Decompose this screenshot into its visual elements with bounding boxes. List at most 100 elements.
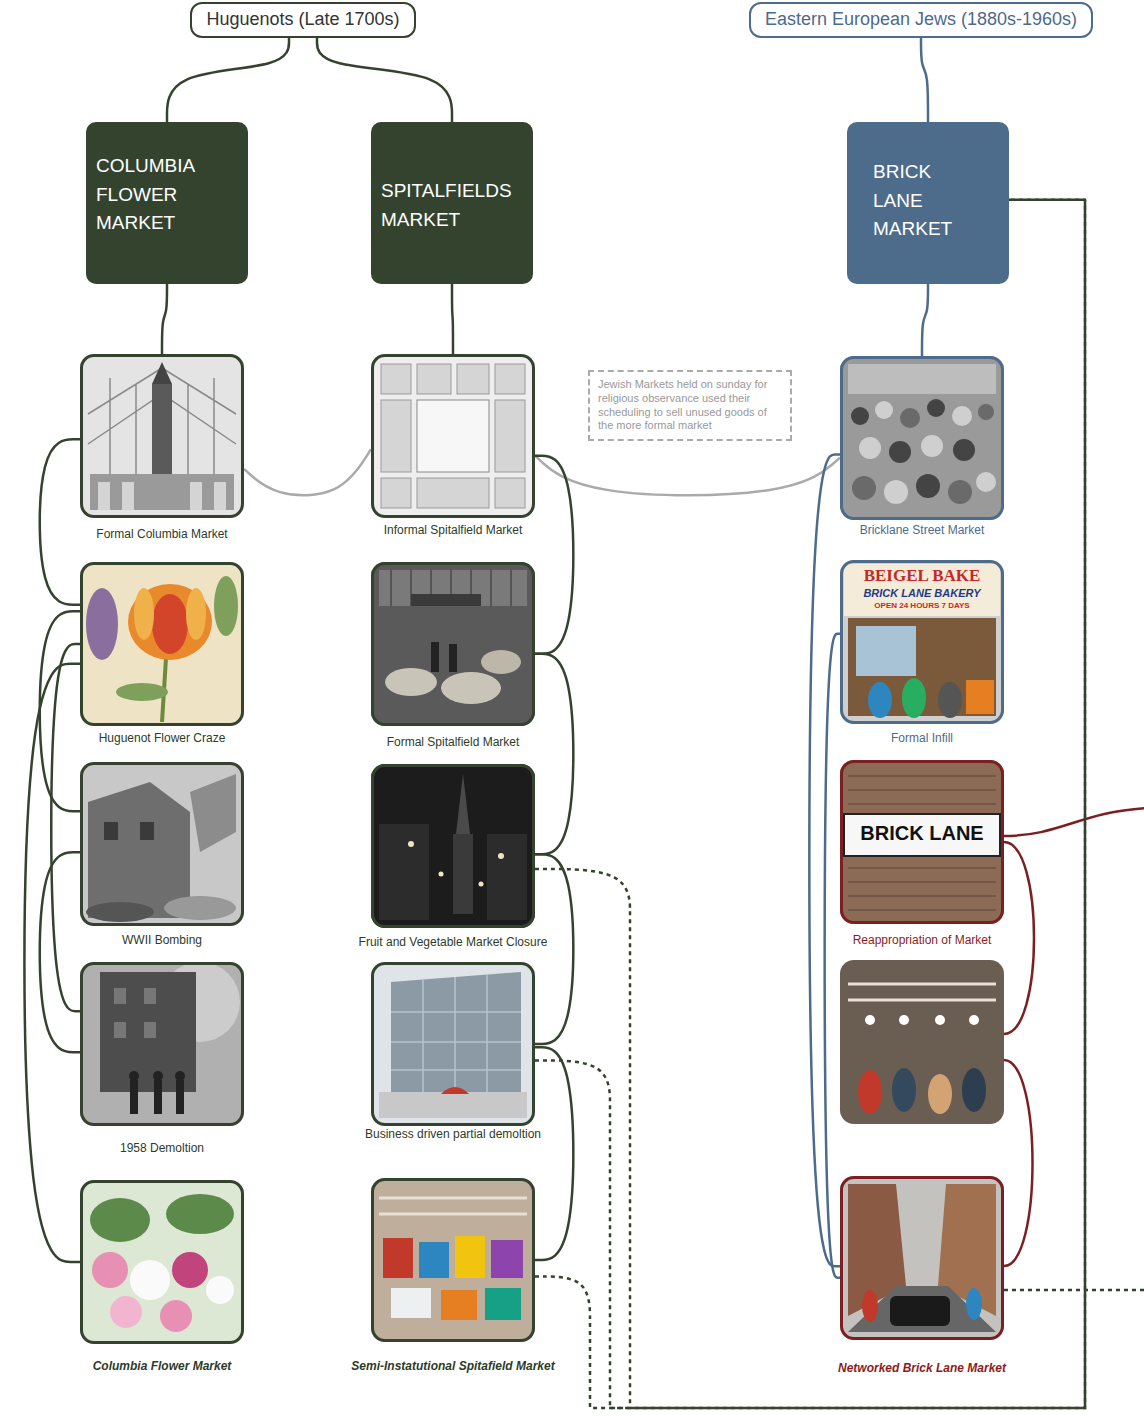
history-link (922, 284, 928, 356)
stalls-photo-part (371, 1178, 535, 1342)
photo-tile: Formal Columbia Market (80, 354, 244, 518)
night-street-photo-part (487, 834, 527, 920)
crowd-photo-part (889, 441, 911, 463)
street-sign-photo (840, 760, 1004, 924)
crowd-photo-part (884, 480, 908, 504)
bombing-photo-part (86, 902, 154, 922)
bombing-photo-part (140, 822, 154, 840)
photo-caption: Columbia Flower Market (93, 1359, 232, 1373)
stalls-photo-part (491, 1240, 523, 1278)
market-photo-part (98, 482, 110, 510)
flower-painting-part (152, 594, 188, 654)
shop-sign-text: OPEN 24 HOURS 7 DAYS (840, 601, 1004, 610)
photo-caption: Business driven partial demoltion (365, 1127, 541, 1141)
market-box: COLUMBIA FLOWER MARKET (86, 122, 248, 284)
street-photo-part (840, 1176, 1004, 1340)
crowd-photo-part (840, 356, 1004, 520)
flower-stall-photo-part (166, 1194, 234, 1234)
night-street-photo-part (371, 764, 535, 928)
market-map-part (371, 354, 535, 518)
demolition-photo-part (100, 972, 196, 1092)
photo-caption: Formal Infill (891, 731, 953, 745)
night-street-photo-part (479, 882, 484, 887)
flower-painting-part (134, 588, 154, 640)
photo-tile: Informal Spitalfield Market (371, 354, 535, 518)
crowd-photo-part (976, 472, 996, 492)
office-photo-part (391, 975, 521, 1092)
market-photo-part (80, 354, 244, 518)
photo-tile: Bricklane Street Market (840, 356, 1004, 520)
photo-tile: 1958 Demoltion (80, 962, 244, 1126)
crowd-photo-part (852, 476, 876, 500)
stalls-photo-part (391, 1288, 431, 1318)
night-street-photo (371, 764, 535, 928)
crowd-photo (840, 356, 1004, 520)
stalls-photo-part (441, 1290, 477, 1320)
market-map-part (457, 364, 489, 394)
market-hall-photo-part (481, 650, 521, 674)
market-map-part (381, 400, 411, 472)
demolition-photo-part (130, 1080, 138, 1114)
crowd-photo-part (848, 364, 996, 394)
photo-tile: Fruit and Vegetable Market Closure (371, 764, 535, 928)
history-link (317, 38, 452, 122)
flower-stall-photo-part (110, 1296, 142, 1328)
demolition-photo-part (175, 1071, 185, 1081)
crowd-photo-part (978, 404, 994, 420)
history-link (535, 654, 573, 854)
street-sign-photo-part (840, 760, 1004, 924)
demolition-photo-part (114, 1022, 126, 1038)
crowd-photo-part (948, 480, 972, 504)
market-hall-photo-part (441, 672, 501, 704)
photo-caption: Huguenot Flower Craze (99, 731, 226, 745)
flower-stall-photo-part (206, 1276, 234, 1304)
history-link (24, 664, 80, 1262)
market-photo-part (152, 362, 172, 384)
demolition-photo-part (80, 962, 244, 1126)
bakery-photo-part (856, 626, 916, 676)
stalls-photo-part (419, 1242, 449, 1278)
flower-stall-photo (80, 1180, 244, 1344)
flower-painting-part (80, 562, 244, 726)
history-link (40, 852, 80, 1052)
photo-tile: WWII Bombing (80, 762, 244, 926)
market-map-part (381, 478, 411, 508)
street-photo-part (862, 1290, 878, 1322)
market-name: COLUMBIA FLOWER MARKET (96, 152, 236, 238)
history-link (452, 284, 453, 354)
market-map-part (417, 364, 451, 394)
market-interior-photo-part (848, 984, 996, 1000)
layout-line-part (1004, 1060, 1033, 1266)
market-interior-photo (840, 960, 1004, 1124)
office-photo-part (371, 962, 535, 1126)
history-link (244, 449, 371, 495)
demolition-photo-part (144, 988, 156, 1004)
bombing-photo-part (164, 896, 236, 920)
flower-painting-part (116, 683, 168, 701)
flower-stall-photo-part (80, 1180, 244, 1344)
stalls-photo-part (455, 1236, 485, 1278)
header-text: Huguenots (Late 1700s) (206, 9, 399, 31)
market-photo (80, 354, 244, 518)
history-link (825, 634, 840, 1278)
market-interior-photo-part (840, 960, 1004, 1124)
flower-stall-photo-part (172, 1252, 208, 1288)
demolition-photo-part (153, 1071, 163, 1081)
market-hall-photo-part (379, 570, 527, 606)
demolition-photo-part (154, 1080, 162, 1114)
photo-caption: Formal Spitalfield Market (387, 735, 520, 749)
night-street-photo-part (408, 841, 414, 847)
market-interior-photo-part (865, 1015, 875, 1025)
street-photo-part (890, 1296, 950, 1326)
market-map-part (495, 364, 525, 394)
demolition-photo-part (176, 1080, 184, 1114)
demolition-photo-part (114, 988, 126, 1004)
street-photo-part (966, 1288, 982, 1320)
history-link (40, 611, 80, 811)
header-text: Eastern European Jews (1880s-1960s) (765, 9, 1077, 31)
flower-painting (80, 562, 244, 726)
market-interior-photo-part (892, 1068, 916, 1112)
night-street-photo-part (456, 774, 470, 834)
era-header: Eastern European Jews (1880s-1960s) (749, 2, 1093, 38)
